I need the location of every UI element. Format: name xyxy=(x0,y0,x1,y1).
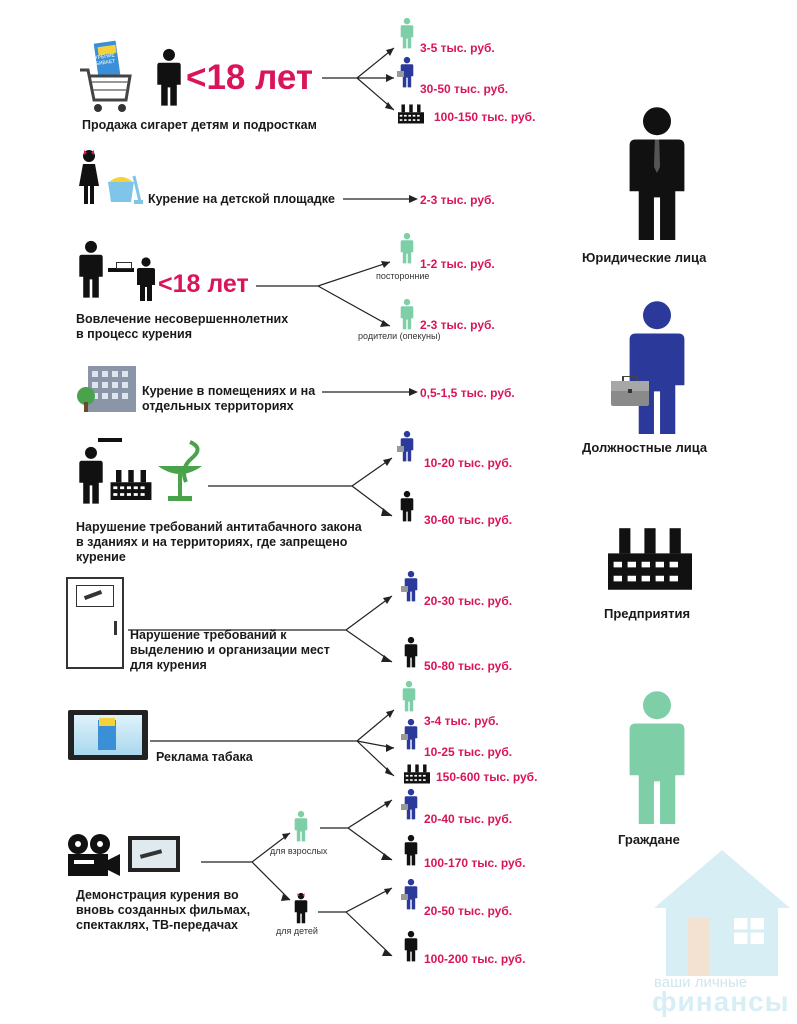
legal-entity-icon xyxy=(404,834,418,866)
fine-official: 20-40 тыс. руб. xyxy=(424,812,513,826)
note-parents: родители (опекуны) xyxy=(358,331,441,341)
film-camera-icon xyxy=(66,832,122,880)
legal-entity-icon xyxy=(404,930,418,962)
row-title-line: Нарушение требований антитабачного закон… xyxy=(76,520,362,534)
fine-legal: 50-80 тыс. руб. xyxy=(424,659,513,673)
legal-entity-large-icon xyxy=(629,107,685,240)
legal-entity-icon xyxy=(400,490,414,522)
sandbox-bucket-icon xyxy=(104,168,144,206)
citizen-icon xyxy=(400,298,414,330)
fine-official: 30-50 тыс. руб. xyxy=(420,82,509,96)
factory-icon xyxy=(398,104,424,124)
row-title-line: спектаклях, ТВ-передачах xyxy=(76,918,238,932)
shopping-cart-icon xyxy=(78,40,132,114)
briefcase-icon xyxy=(611,375,649,406)
row-title-line: Нарушение требований к xyxy=(130,628,287,642)
legal-entity-icon xyxy=(404,636,418,668)
row-title: Реклама табака xyxy=(156,750,253,764)
factory-icon xyxy=(404,764,430,784)
citizen-icon xyxy=(400,17,414,49)
adult-citizen-icon xyxy=(294,810,308,842)
fine-citizen: 3-4 тыс. руб. xyxy=(424,714,499,728)
girl-icon xyxy=(79,150,99,204)
citizen-icon xyxy=(400,232,414,264)
row-title: Продажа сигарет детям и подросткам xyxy=(82,118,317,132)
person-icon xyxy=(157,48,181,106)
adult-person-icon xyxy=(79,240,103,298)
fine-official: 20-30 тыс. руб. xyxy=(424,594,513,608)
cigarette-icon xyxy=(116,262,132,269)
fine-citizen: 2-3 тыс. руб. xyxy=(420,193,495,207)
row-title-line: Демонстрация курения во xyxy=(76,888,239,902)
legend-citizen: Граждане xyxy=(618,832,680,847)
row-title-line: в зданиях и на территориях, где запрещен… xyxy=(76,535,348,549)
cigarette-icon xyxy=(98,438,122,442)
watermark-line1: ваши личные xyxy=(654,974,748,991)
official-large-icon xyxy=(629,301,685,434)
enterprise-large-icon xyxy=(608,528,692,590)
legend-official: Должностные лица xyxy=(582,440,708,455)
briefcase-icon xyxy=(397,71,404,77)
cigarette-hand-icon xyxy=(108,268,134,272)
row-title-line: для курения xyxy=(130,658,207,672)
row-title-line: вновь созданных фильмах, xyxy=(76,903,251,917)
fine-official: 10-25 тыс. руб. xyxy=(424,745,513,759)
briefcase-icon xyxy=(401,804,408,810)
age-limit-label: <18 лет xyxy=(158,270,249,298)
smoking-room-door-icon xyxy=(66,577,124,669)
briefcase-icon xyxy=(401,586,408,592)
row-title-line: Вовлечение несовершеннолетних xyxy=(76,312,289,326)
briefcase-icon xyxy=(397,446,404,452)
fine-citizen: 1-2 тыс. руб. xyxy=(420,257,495,271)
legend-legal: Юридические лица xyxy=(582,250,707,265)
fine-enterprise: 150-600 тыс. руб. xyxy=(436,770,538,784)
row-title-line: в процесс курения xyxy=(76,327,192,341)
building-icon xyxy=(76,362,138,414)
row-title-line: курение xyxy=(76,550,126,564)
fine-citizen: 2-3 тыс. руб. xyxy=(420,318,495,332)
row-title-line: Курение в помещениях и на xyxy=(142,384,316,398)
fine-official: 20-50 тыс. руб. xyxy=(424,904,513,918)
note-for-adults: для взрослых xyxy=(270,846,328,856)
fine-citizen: 3-5 тыс. руб. xyxy=(420,41,495,55)
briefcase-icon xyxy=(401,894,408,900)
note-strangers: посторонние xyxy=(376,271,430,281)
smoking-person-icon xyxy=(79,446,103,504)
row-title-line: отдельных территориях xyxy=(142,399,294,413)
row-title-line: выделению и организации мест xyxy=(130,643,330,657)
child-icon xyxy=(294,892,308,924)
watermark-logo: ваши личные финансы xyxy=(648,848,796,1024)
factory-icon xyxy=(110,470,152,505)
tv-screen-icon xyxy=(68,710,148,760)
note-for-children: для детей xyxy=(276,926,318,936)
fine-legal: 100-200 тыс. руб. xyxy=(424,952,526,966)
briefcase-icon xyxy=(401,734,408,740)
row-title: Курение на детской площадке xyxy=(148,192,335,206)
fine-citizen: 0,5-1,5 тыс. руб. xyxy=(420,386,515,400)
tv-monitor-icon xyxy=(128,836,180,872)
pharmacy-symbol-icon xyxy=(152,438,208,508)
fine-legal: 100-170 тыс. руб. xyxy=(424,856,526,870)
fine-legal: 30-60 тыс. руб. xyxy=(424,513,513,527)
fine-enterprise: 100-150 тыс. руб. xyxy=(434,110,536,124)
legend-enterprise: Предприятия xyxy=(604,606,691,621)
age-limit-label: <18 лет xyxy=(186,58,314,97)
citizen-icon xyxy=(402,680,416,712)
watermark-line2: финансы xyxy=(652,986,790,1017)
child-person-icon xyxy=(137,257,155,301)
fine-official: 10-20 тыс. руб. xyxy=(424,456,513,470)
citizen-large-icon xyxy=(629,691,685,824)
